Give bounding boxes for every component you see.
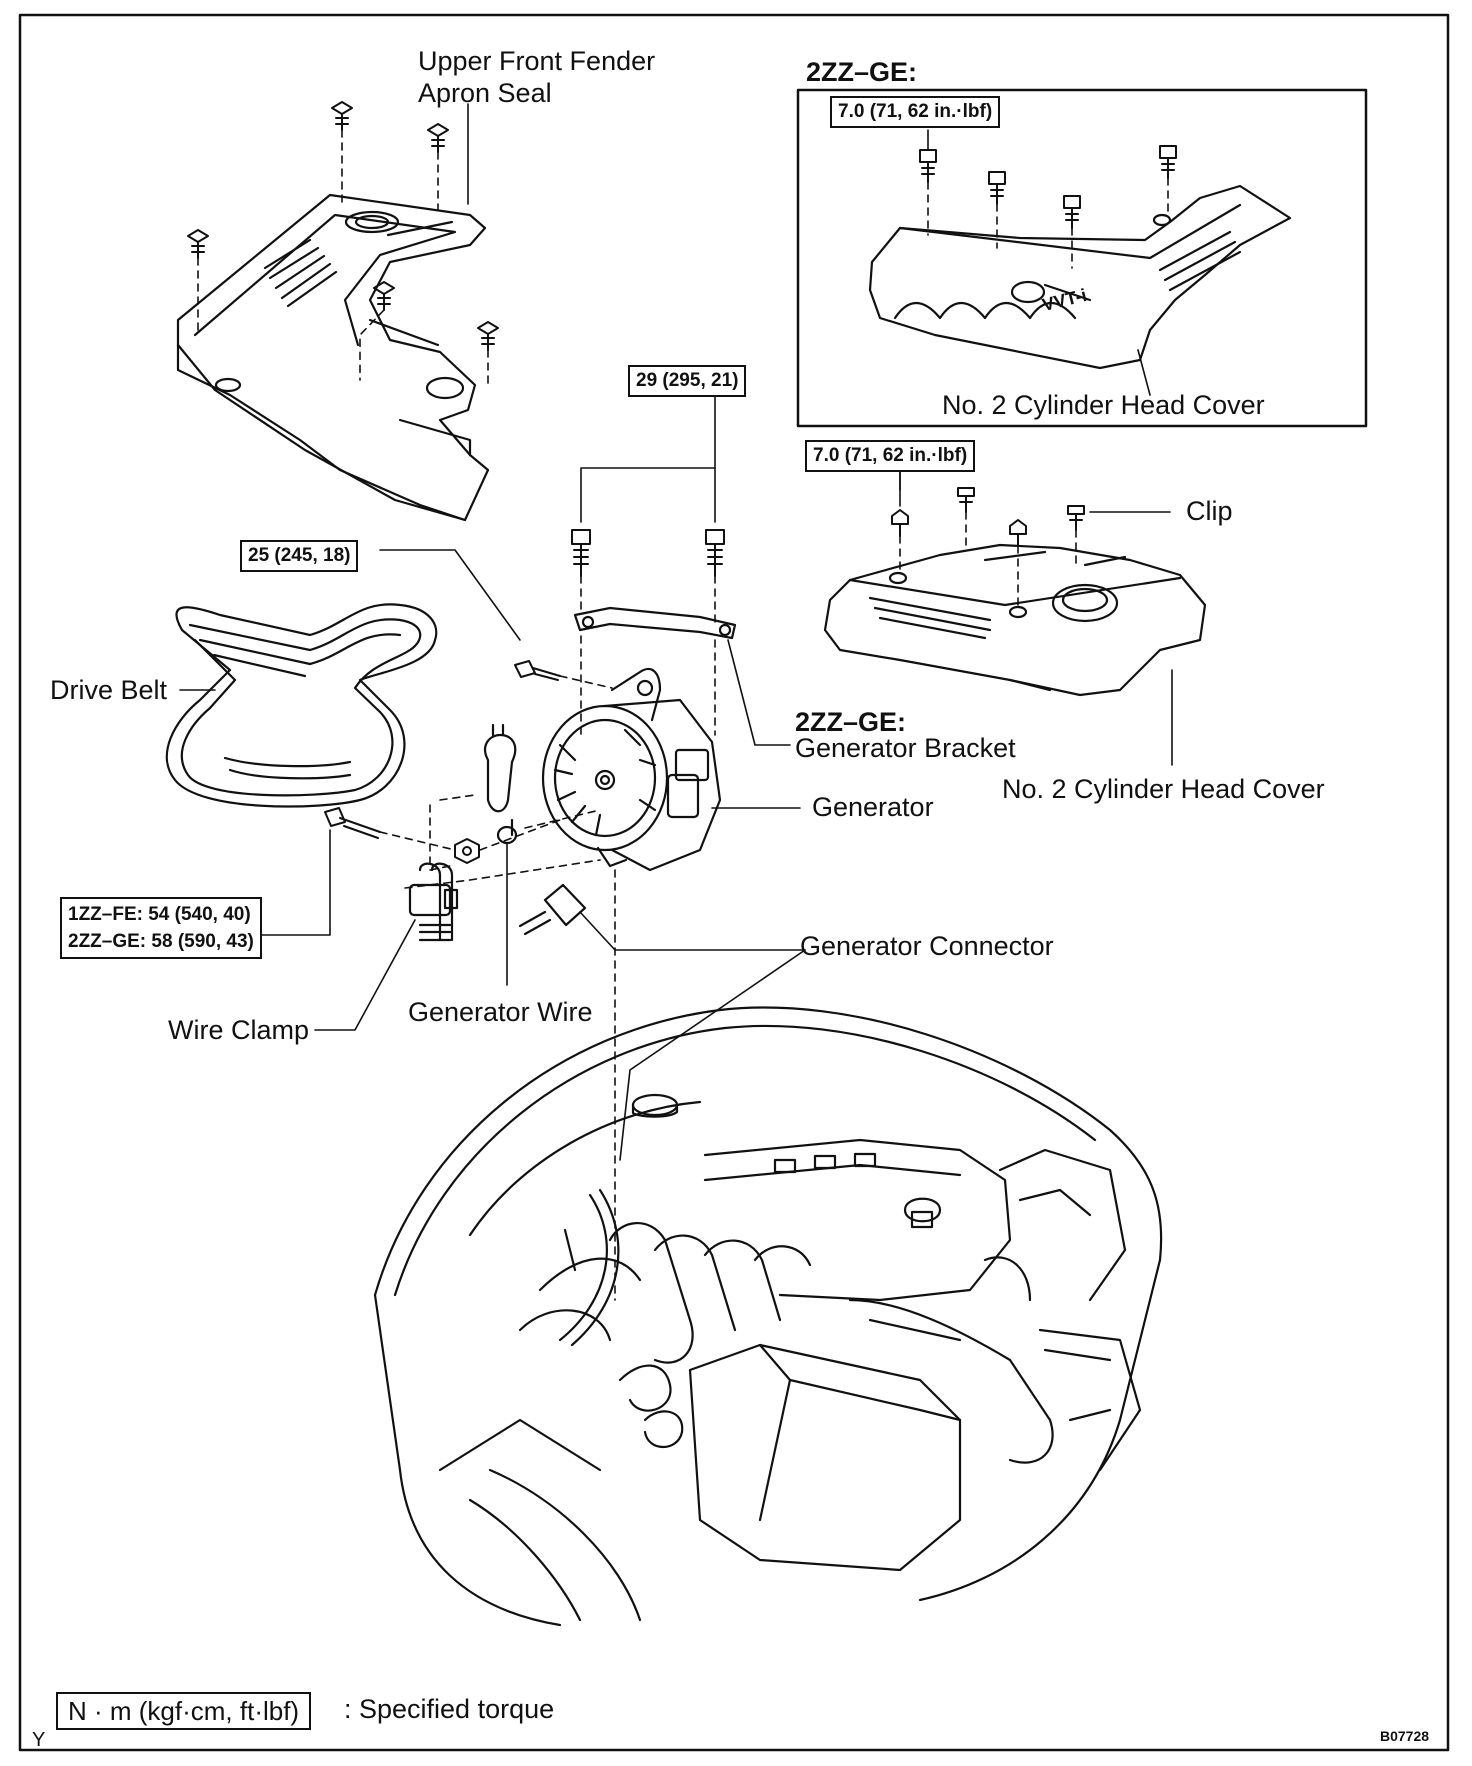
pivot-bolt — [324, 807, 381, 839]
apron-seal-label-line1: Upper Front Fender — [418, 46, 656, 76]
bracket-label-line2: Generator Bracket — [795, 733, 1016, 763]
legend-marker: Y — [32, 1729, 46, 1751]
apron-seal-drawing — [176, 193, 490, 522]
pivot-bolt-torque-1zz: 1ZZ–FE: 54 (540, 40) — [68, 904, 251, 925]
pivot-bolt-leader — [234, 829, 331, 936]
wire-clamp-leader — [314, 919, 416, 1031]
lower-cover-torque: 7.0 (71, 62 in.·lbf) — [805, 440, 976, 472]
generator-wire-drawing — [484, 723, 518, 845]
legend-unit-box: N · m (kgf·cm, ft·lbf) — [56, 1692, 312, 1730]
lower-head-cover-bolts — [891, 487, 1085, 547]
clip-label: Clip — [1186, 496, 1233, 526]
bracket-bolt-torque: 29 (295, 21) — [628, 365, 747, 397]
generator-adjust-bolt — [514, 660, 561, 681]
drive-belt-label: Drive Belt — [50, 675, 168, 705]
upper-head-cover-bolts — [919, 145, 1177, 229]
generator-label: Generator — [812, 792, 934, 822]
apron-seal-clips — [187, 101, 499, 351]
generator-wire-label: Generator Wire — [408, 997, 593, 1027]
pivot-nut — [454, 838, 480, 864]
variant-header: 2ZZ–GE: — [806, 57, 918, 87]
generator-drawing — [541, 667, 722, 872]
generator-bracket-drawing — [573, 606, 737, 640]
wire-clamp-drawing — [408, 862, 459, 942]
connector-leader — [579, 911, 806, 951]
drive-belt-drawing — [165, 603, 438, 808]
adjust-bolt-torque: 25 (245, 18) — [240, 540, 359, 572]
bracket-torque-leader — [580, 467, 716, 523]
adjust-bolt-leader — [379, 549, 521, 641]
lower-head-cover-label: No. 2 Cylinder Head Cover — [1002, 774, 1325, 804]
variant-inset-frame — [796, 88, 1368, 428]
engine-bay-drawing — [373, 1006, 1163, 1627]
pivot-bolt-torque: 1ZZ–FE: 54 (540, 40) 2ZZ–GE: 58 (590, 43… — [60, 897, 262, 959]
figure-code: B07728 — [1380, 1728, 1430, 1744]
upper-cover-torque: 7.0 (71, 62 in.·lbf) — [830, 96, 1001, 128]
apron-seal-dashes — [197, 129, 489, 386]
bracket-leader — [727, 639, 791, 746]
legend-description: : Specified torque — [344, 1694, 555, 1724]
wire-clamp-label: Wire Clamp — [168, 1015, 310, 1045]
lower-head-cover-drawing — [823, 543, 1207, 697]
pivot-bolt-torque-2zz: 2ZZ–GE: 58 (590, 43) — [68, 931, 254, 952]
upper-head-cover-drawing — [868, 184, 1292, 370]
bracket-label-line1: 2ZZ–GE: — [795, 707, 907, 737]
upper-cover-leader — [1137, 349, 1151, 396]
generator-connector-label: Generator Connector — [800, 931, 1054, 961]
apron-seal-label-line2: Apron Seal — [418, 78, 552, 108]
bracket-bolts — [571, 529, 725, 577]
lower-head-cover-dashes — [899, 511, 1077, 611]
generator-connector-drawing — [518, 883, 587, 936]
outer-frame — [18, 13, 1450, 1752]
upper-head-cover-dashes — [927, 177, 1169, 269]
upper-head-cover-label: No. 2 Cylinder Head Cover — [942, 390, 1265, 420]
